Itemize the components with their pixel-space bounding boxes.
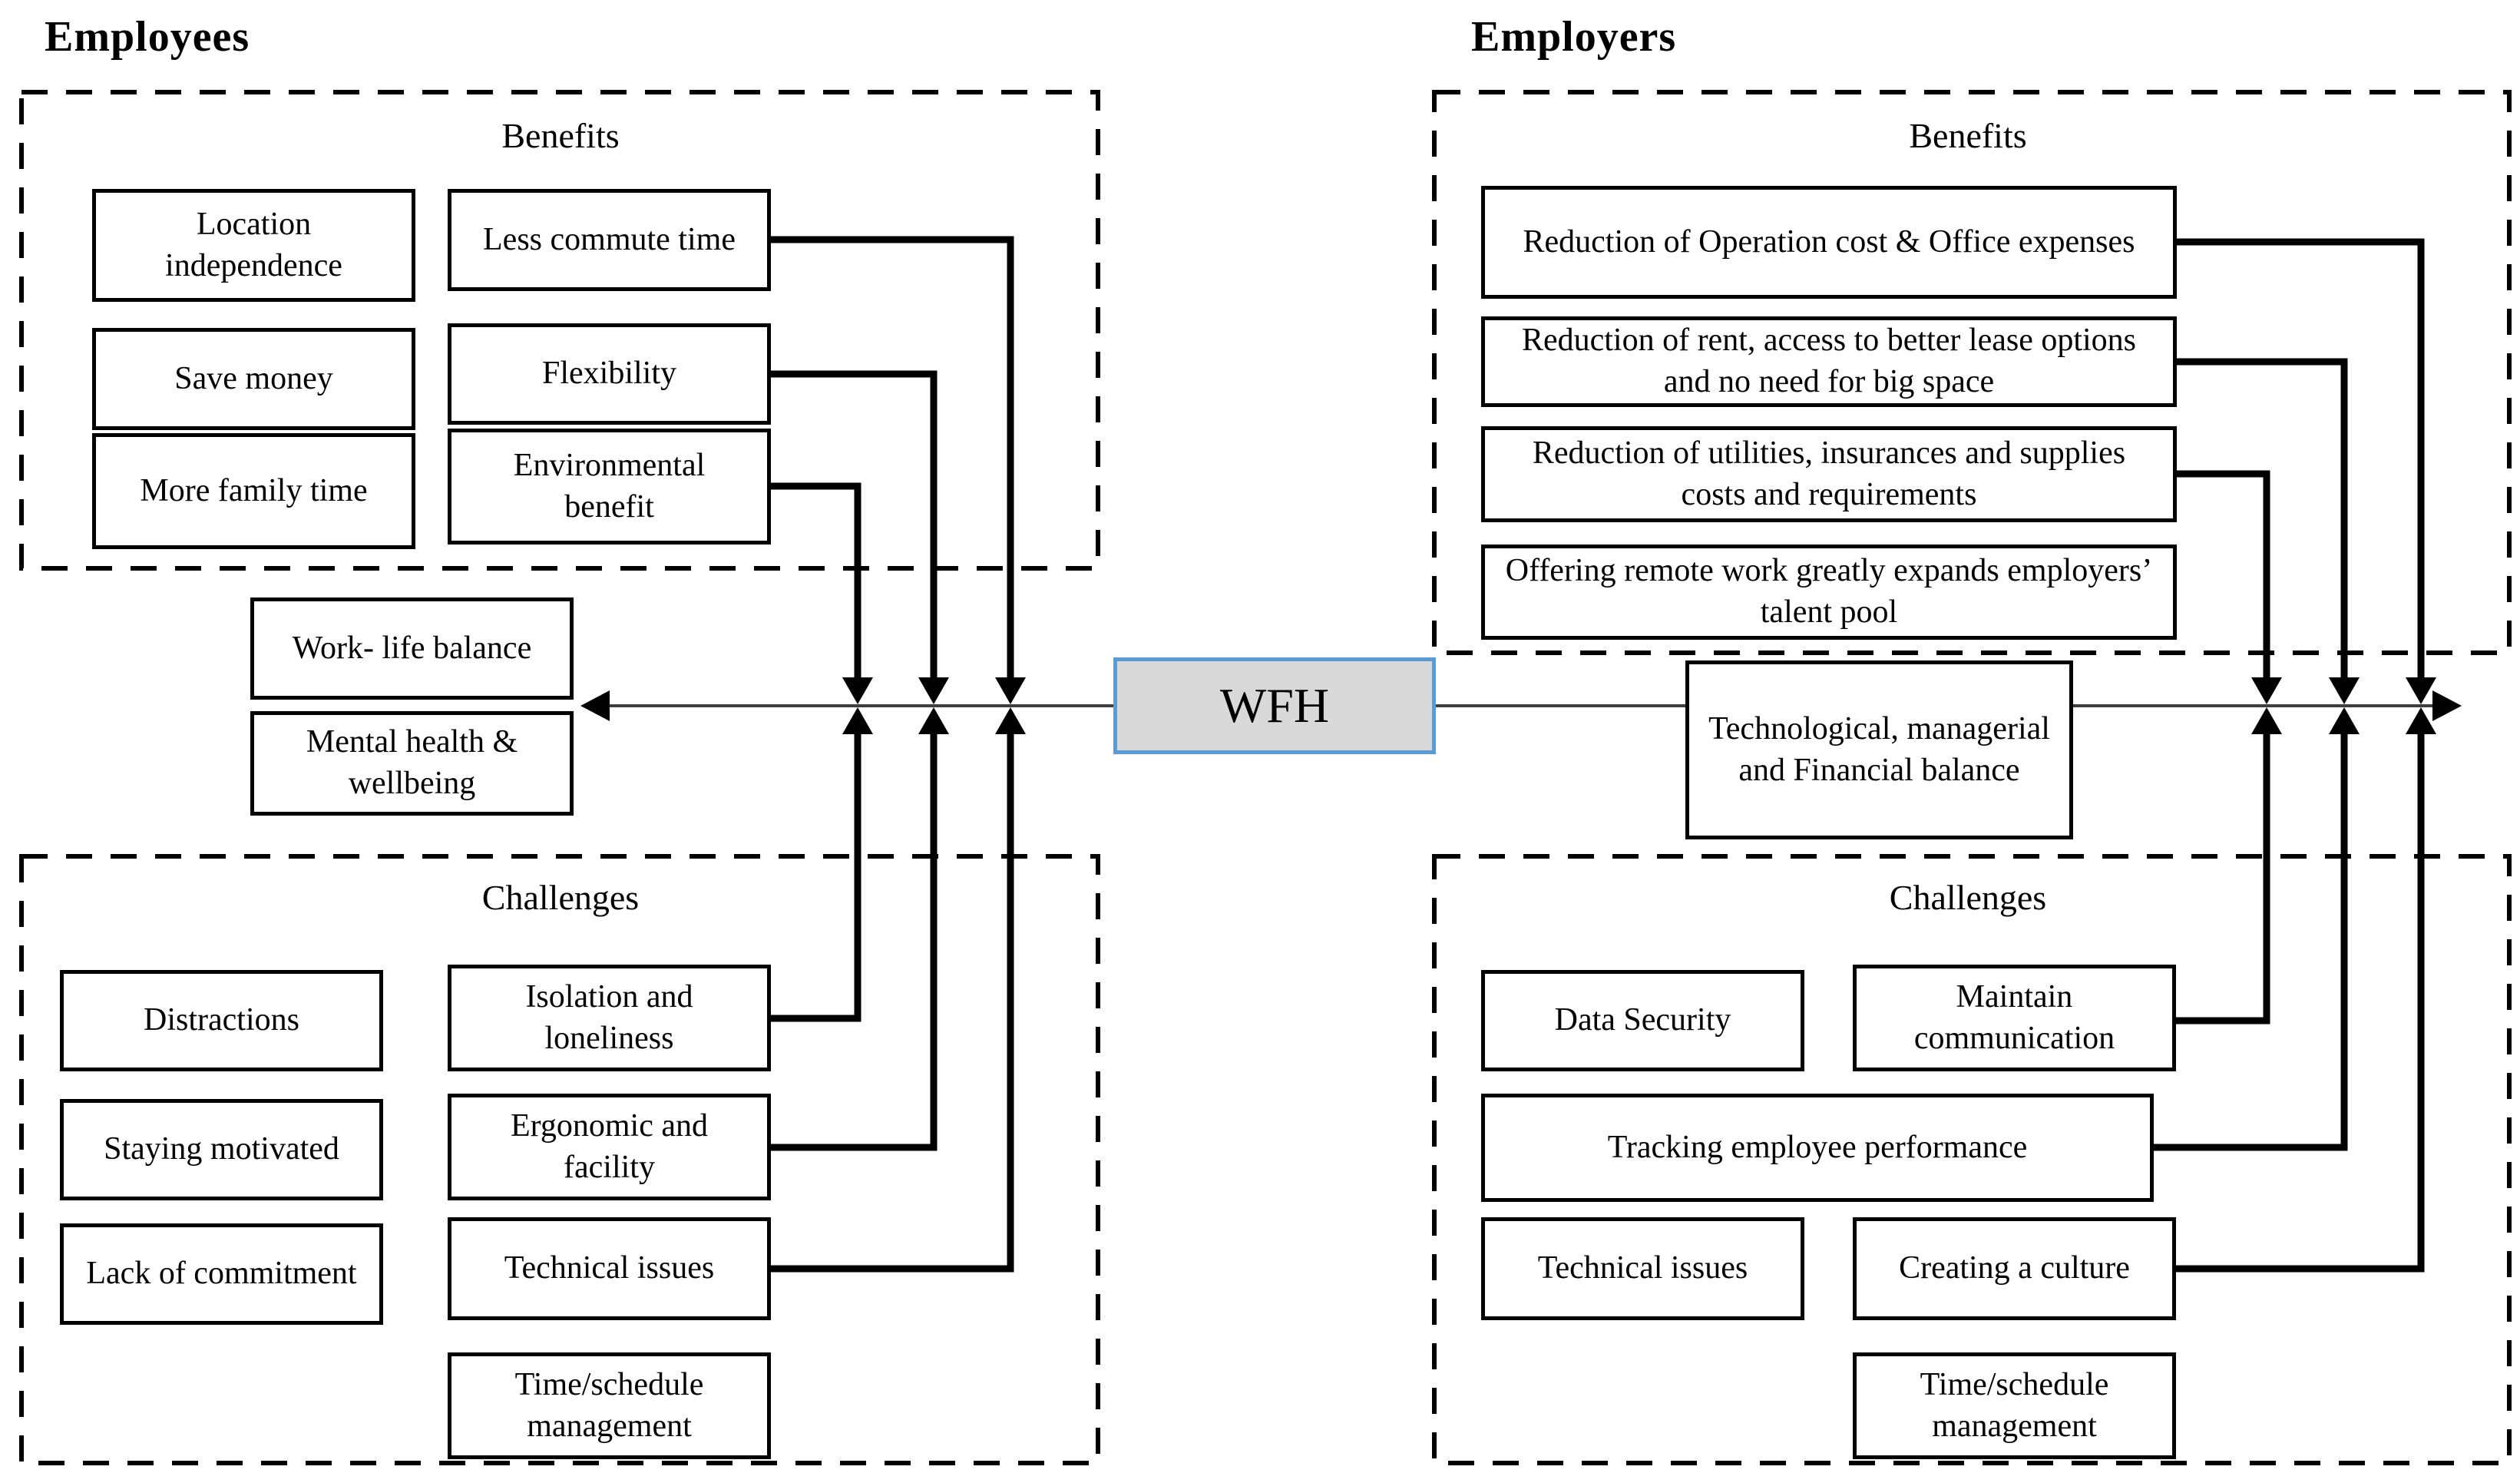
box-operation-cost: Reduction of Operation cost & Office exp… xyxy=(1481,186,2177,299)
box-time-schedule-left: Time/schedule management xyxy=(448,1352,771,1459)
box-more-family-time: More family time xyxy=(92,433,415,549)
connector-less-commute xyxy=(771,236,1014,680)
connector-utilities xyxy=(2175,470,2270,680)
arrow-down-left-1 xyxy=(842,677,873,704)
employers-challenges-label: Challenges xyxy=(1889,878,2047,917)
box-ergonomic-facility: Ergonomic and facility xyxy=(448,1094,771,1200)
connector-ergonomic xyxy=(771,731,938,1151)
employees-benefits-frame xyxy=(19,90,1100,571)
arrow-down-right-3 xyxy=(2406,677,2436,704)
connector-tracking xyxy=(2152,731,2348,1151)
connector-environmental xyxy=(771,482,861,680)
arrow-up-right-3 xyxy=(2406,707,2436,734)
axis-left-arrowhead xyxy=(580,690,610,721)
box-creating-culture: Creating a culture xyxy=(1853,1217,2176,1320)
box-tech-managerial-financial-balance: Technological, managerial and Financial … xyxy=(1685,660,2073,839)
employers-benefits-frame xyxy=(1432,90,2512,655)
arrow-up-left-3 xyxy=(995,707,1026,734)
connector-communication xyxy=(2174,731,2270,1025)
box-technical-issues-left: Technical issues xyxy=(448,1217,771,1320)
connector-rent xyxy=(2175,358,2348,680)
box-mental-health-wellbeing: Mental health & wellbeing xyxy=(250,711,574,816)
employees-title: Employees xyxy=(45,13,250,61)
arrow-down-right-1 xyxy=(2251,677,2282,704)
box-environmental-benefit: Environmental benefit xyxy=(448,429,771,545)
arrow-down-left-3 xyxy=(995,677,1026,704)
box-isolation-loneliness: Isolation and loneliness xyxy=(448,965,771,1071)
employers-benefits-label: Benefits xyxy=(1909,116,2027,155)
box-time-schedule-right: Time/schedule management xyxy=(1853,1352,2176,1459)
arrow-up-right-2 xyxy=(2329,707,2360,734)
arrow-up-right-1 xyxy=(2251,707,2282,734)
connector-flexibility xyxy=(771,370,938,680)
arrow-down-right-2 xyxy=(2329,677,2360,704)
box-rent-reduction: Reduction of rent, access to better leas… xyxy=(1481,316,2177,407)
box-data-security: Data Security xyxy=(1481,970,1804,1071)
box-talent-pool: Offering remote work greatly expands emp… xyxy=(1481,545,2177,640)
employers-title: Employers xyxy=(1471,13,1677,61)
box-utilities-reduction: Reduction of utilities, insurances and s… xyxy=(1481,426,2177,522)
wfh-center-node: WFH xyxy=(1113,657,1436,754)
arrow-up-left-2 xyxy=(918,707,949,734)
box-tracking-performance: Tracking employee performance xyxy=(1481,1094,2154,1202)
box-location-independence: Location independence xyxy=(92,189,415,302)
employers-challenges-frame xyxy=(1432,854,2512,1465)
connector-operation-cost xyxy=(2175,238,2425,680)
connector-technical-left xyxy=(771,731,1014,1273)
connector-isolation xyxy=(771,731,861,1022)
connector-culture xyxy=(2174,731,2425,1273)
box-lack-of-commitment: Lack of commitment xyxy=(60,1223,383,1325)
employees-challenges-label: Challenges xyxy=(481,878,640,917)
box-save-money: Save money xyxy=(92,328,415,430)
box-distractions: Distractions xyxy=(60,970,383,1071)
employees-benefits-label: Benefits xyxy=(501,116,620,155)
box-maintain-communication: Maintain communication xyxy=(1853,965,2176,1071)
employees-challenges-frame xyxy=(19,854,1100,1465)
axis-right-arrowhead xyxy=(2432,690,2462,721)
arrow-down-left-2 xyxy=(918,677,949,704)
box-technical-issues-right: Technical issues xyxy=(1481,1217,1804,1320)
box-staying-motivated: Staying motivated xyxy=(60,1099,383,1200)
box-less-commute-time: Less commute time xyxy=(448,189,771,291)
box-work-life-balance: Work- life balance xyxy=(250,598,574,700)
arrow-up-left-1 xyxy=(842,707,873,734)
box-flexibility: Flexibility xyxy=(448,323,771,425)
